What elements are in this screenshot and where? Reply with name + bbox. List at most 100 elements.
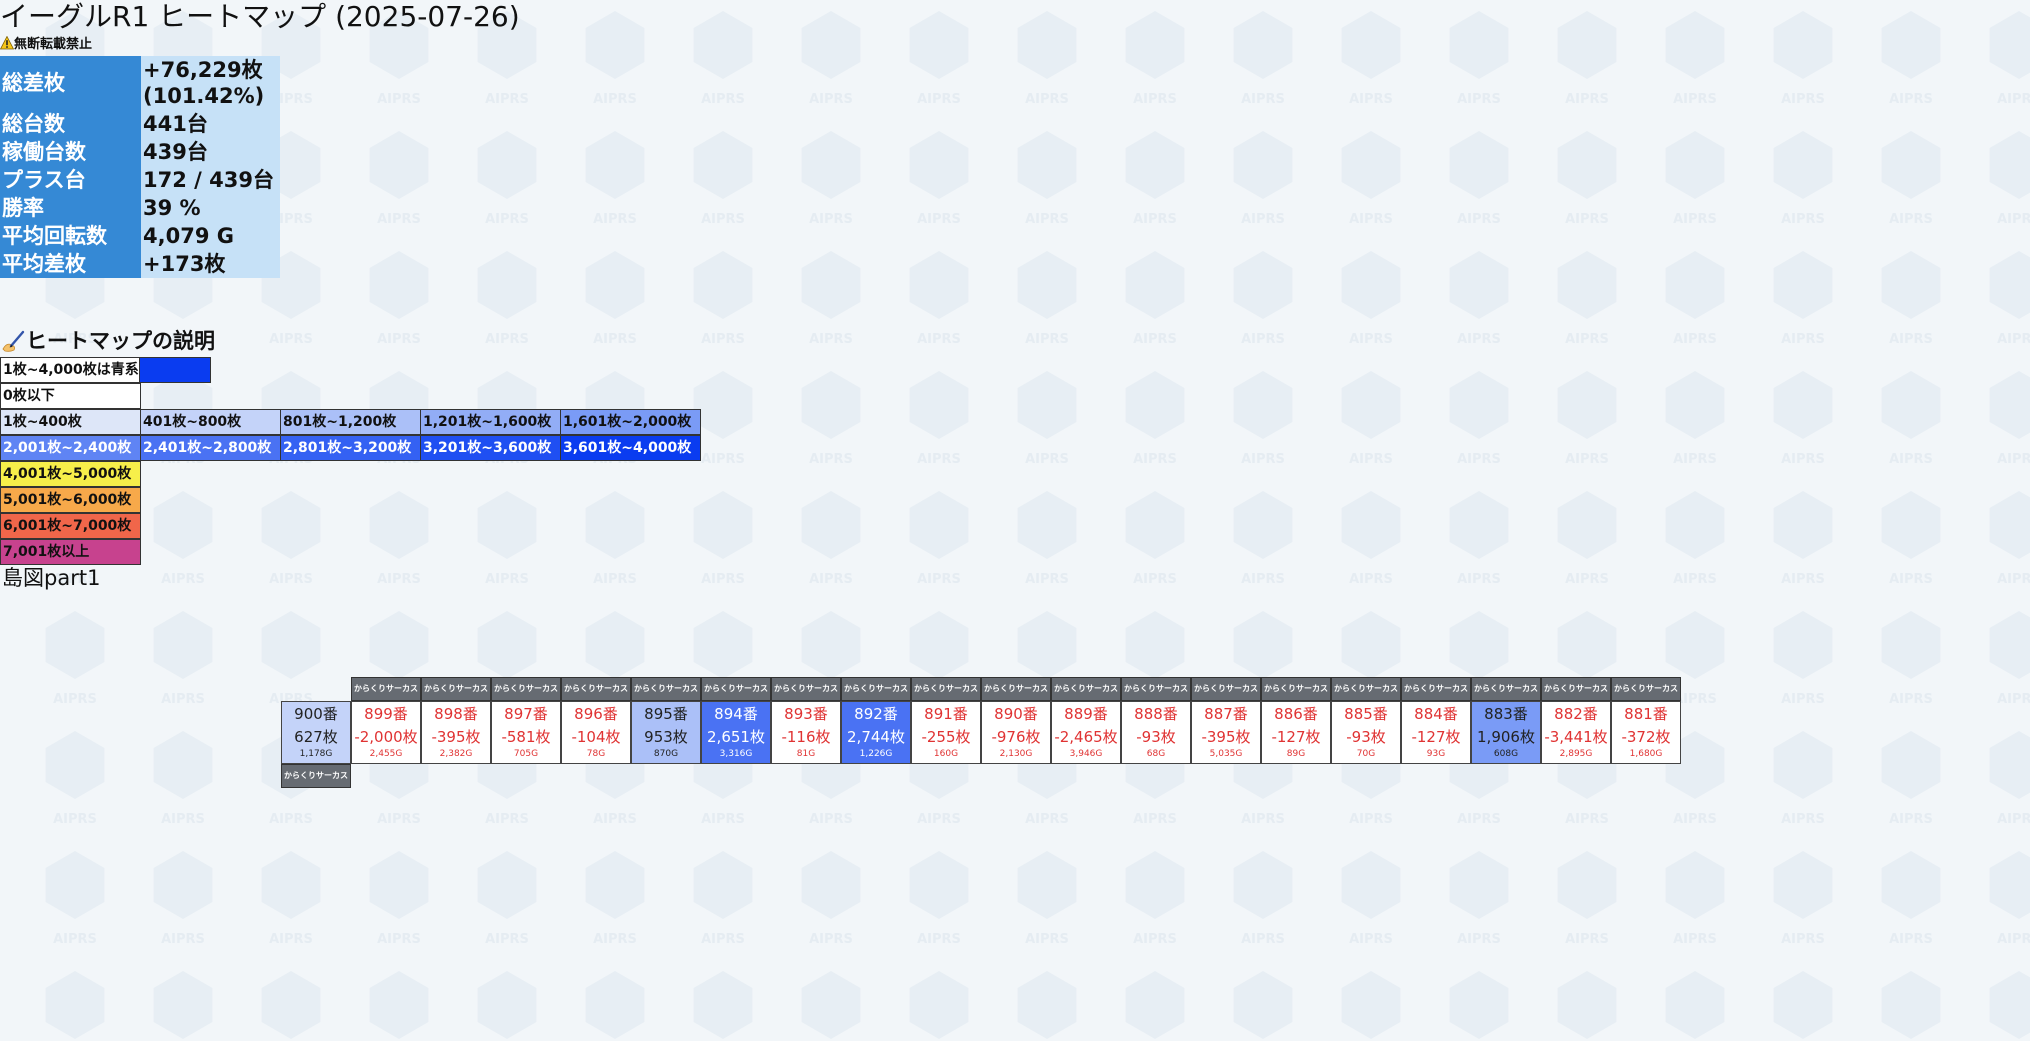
svg-text:AIPRS: AIPRS — [1241, 452, 1285, 467]
machine-games: 89G — [1286, 749, 1306, 759]
machine-name-label: からくりサーカス — [1331, 677, 1401, 701]
machine-name-label: からくりサーカス — [1611, 677, 1681, 701]
svg-text:AIPRS: AIPRS — [1673, 572, 1717, 587]
svg-text:AIPRS: AIPRS — [53, 332, 97, 347]
svg-text:AIPRS: AIPRS — [1565, 332, 1609, 347]
svg-text:AIPRS: AIPRS — [1889, 92, 1933, 107]
svg-text:AIPRS: AIPRS — [53, 692, 97, 707]
machine-diff: 2,744枚 — [847, 728, 905, 746]
machine-diff: -255枚 — [921, 728, 971, 746]
machine-number: 899番 — [364, 705, 408, 723]
svg-text:AIPRS: AIPRS — [1673, 332, 1717, 347]
svg-text:AIPRS: AIPRS — [269, 92, 313, 107]
svg-text:AIPRS: AIPRS — [1781, 92, 1825, 107]
machine-diff: 627枚 — [294, 728, 338, 746]
writing-hand-icon — [2, 330, 25, 352]
machine-games: 5,035G — [1209, 749, 1243, 759]
legend-range-blue: 1,201枚~1,600枚 — [420, 409, 561, 435]
summary-value: +76,229枚(101.42%) — [141, 56, 280, 110]
svg-text:AIPRS: AIPRS — [1457, 212, 1501, 227]
svg-text:AIPRS: AIPRS — [1349, 212, 1393, 227]
svg-text:AIPRS: AIPRS — [1025, 572, 1069, 587]
machine-name-label: からくりサーカス — [281, 764, 351, 788]
summary-label: 平均回転数 — [0, 222, 141, 250]
svg-text:AIPRS: AIPRS — [1349, 332, 1393, 347]
machine-diff: -93枚 — [1136, 728, 1176, 746]
svg-text:AIPRS: AIPRS — [161, 692, 205, 707]
machine-cell[interactable]: 892番 2,744枚 1,226G — [841, 701, 911, 764]
machine-number: 888番 — [1134, 705, 1178, 723]
machine-diff: -127枚 — [1411, 728, 1461, 746]
machine-games: 3,946G — [1069, 749, 1103, 759]
machine-number: 881番 — [1624, 705, 1668, 723]
svg-text:AIPRS: AIPRS — [1349, 812, 1393, 827]
svg-text:AIPRS: AIPRS — [809, 572, 853, 587]
svg-text:AIPRS: AIPRS — [1241, 932, 1285, 947]
machine-games: 870G — [653, 749, 679, 759]
svg-text:AIPRS: AIPRS — [1997, 452, 2030, 467]
machine-name-label: からくりサーカス — [1401, 677, 1471, 701]
machine-name-label: からくりサーカス — [771, 677, 841, 701]
svg-text:AIPRS: AIPRS — [701, 452, 745, 467]
svg-text:AIPRS: AIPRS — [1457, 932, 1501, 947]
machine-number: 892番 — [854, 705, 898, 723]
machine-name-label: からくりサーカス — [1191, 677, 1261, 701]
machine-games: 78G — [586, 749, 606, 759]
machine-diff: -3,441枚 — [1544, 728, 1608, 746]
svg-text:AIPRS: AIPRS — [485, 572, 529, 587]
svg-text:AIPRS: AIPRS — [1781, 812, 1825, 827]
svg-text:AIPRS: AIPRS — [1241, 572, 1285, 587]
svg-text:AIPRS: AIPRS — [1133, 812, 1177, 827]
page-title: イーグルR1 ヒートマップ (2025-07-26) — [0, 0, 520, 33]
summary-value: 39 % — [141, 194, 280, 222]
machine-name-label: からくりサーカス — [911, 677, 981, 701]
legend-heading: ヒートマップの説明 — [0, 327, 215, 355]
svg-text:AIPRS: AIPRS — [1997, 692, 2030, 707]
svg-text:AIPRS: AIPRS — [593, 932, 637, 947]
svg-text:AIPRS: AIPRS — [593, 332, 637, 347]
machine-diff: -976枚 — [991, 728, 1041, 746]
svg-text:AIPRS: AIPRS — [917, 452, 961, 467]
svg-text:AIPRS: AIPRS — [1889, 452, 1933, 467]
svg-text:AIPRS: AIPRS — [1781, 212, 1825, 227]
machine-name-label: からくりサーカス — [421, 677, 491, 701]
machine-name-label: からくりサーカス — [981, 677, 1051, 701]
svg-text:AIPRS: AIPRS — [701, 92, 745, 107]
legend-range-blue: 401枚~800枚 — [140, 409, 281, 435]
svg-text:AIPRS: AIPRS — [917, 212, 961, 227]
svg-text:AIPRS: AIPRS — [593, 572, 637, 587]
svg-text:AIPRS: AIPRS — [809, 452, 853, 467]
copyright-warning: 無断転載禁止 — [0, 36, 92, 54]
machine-games: 81G — [796, 749, 816, 759]
machine-number: 890番 — [994, 705, 1038, 723]
machine-games: 1,226G — [859, 749, 893, 759]
summary-value: +173枚 — [141, 250, 280, 278]
machine-games: 705G — [513, 749, 539, 759]
svg-text:AIPRS: AIPRS — [1889, 932, 1933, 947]
svg-text:AIPRS: AIPRS — [485, 92, 529, 107]
svg-text:AIPRS: AIPRS — [1133, 332, 1177, 347]
